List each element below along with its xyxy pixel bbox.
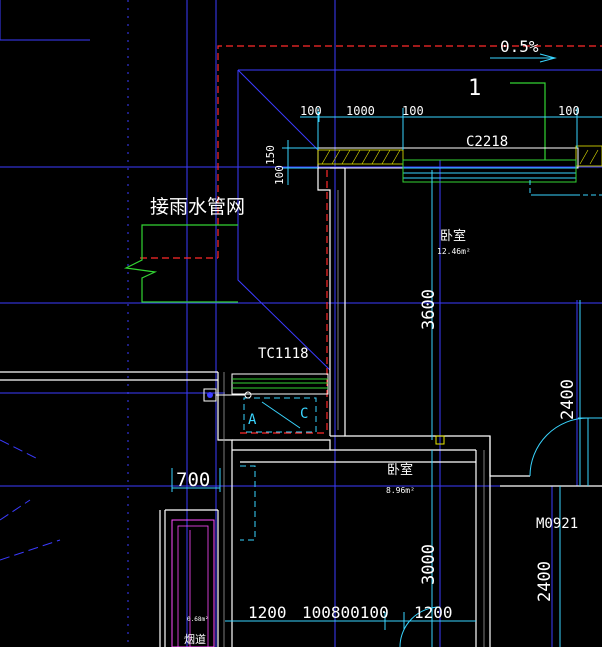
dim-bottom-100800100: 100800100: [302, 603, 389, 622]
closet-outlines: [240, 465, 256, 541]
tc1118-label: TC1118: [258, 346, 309, 362]
dim-100-far: 100: [558, 104, 580, 118]
column-marker: [435, 435, 445, 445]
marker-one: 1: [468, 76, 481, 101]
dim-bottom-1200-b: 1200: [414, 603, 453, 622]
door-m0921-label: M0921: [536, 516, 578, 532]
dim-bottom-1200-a: 1200: [248, 603, 287, 622]
door-swings: [399, 417, 602, 647]
slope-label: 0.5%: [500, 37, 539, 56]
drain-pipe-icon: [203, 388, 252, 402]
dim-2400-low: 2400: [535, 561, 555, 602]
bedroom-mid-area: 8.96m²: [386, 486, 415, 495]
dim-700: 700: [176, 469, 210, 491]
dim-2400-right: 2400: [558, 379, 578, 420]
drain-symbol: [123, 82, 546, 303]
dim-3000: 3000: [419, 544, 439, 585]
dim-3600: 3600: [419, 289, 439, 330]
ac-c-label: C: [300, 406, 308, 422]
shaft-label: 烟道: [184, 632, 206, 646]
ac-a-label: A: [248, 412, 257, 428]
room-dimensions: [171, 170, 581, 647]
dim-1000: 1000: [346, 104, 375, 118]
dim-100-right: 100: [402, 104, 424, 118]
window-c2218-label: C2218: [466, 134, 508, 150]
flue-shaft: [171, 519, 215, 647]
walls: [0, 167, 602, 647]
window-tc1118: [231, 373, 329, 433]
dim-100-vertical: 100: [273, 165, 286, 185]
dim-100-left: 100: [300, 104, 322, 118]
window-dimensions: [282, 108, 602, 185]
bedroom-top-area: 12.46m²: [437, 247, 471, 256]
stair-lines: [0, 439, 61, 561]
drain-note: 接雨水管网: [150, 196, 245, 218]
bedroom-top-label: 卧室: [440, 228, 466, 244]
bedroom-mid-label: 卧室: [387, 462, 413, 478]
roof-outline: [140, 45, 602, 434]
shaft-area: 0.68m²: [187, 616, 209, 623]
window-c2218: [317, 145, 602, 196]
slope-arrow: [490, 53, 557, 63]
dim-150: 150: [264, 145, 277, 165]
inner-walls: [223, 190, 485, 647]
roof-ridges: [237, 69, 602, 371]
